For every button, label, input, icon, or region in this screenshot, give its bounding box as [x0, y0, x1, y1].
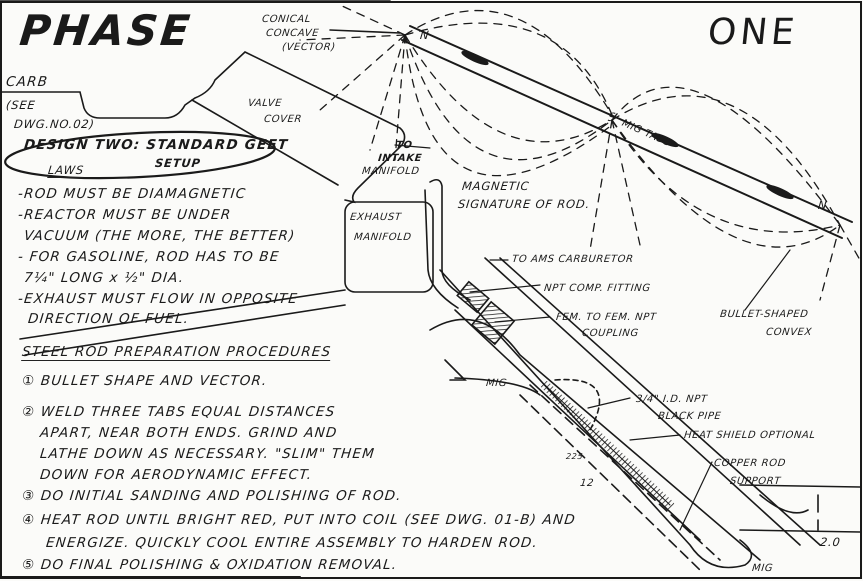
valve-cover-outline — [1, 51, 406, 204]
coupling-label: FEM. TO FEM. NPT — [555, 312, 658, 323]
ams-label: TO AMS CARBURETOR — [511, 254, 635, 265]
laws-heading: LAWS — [47, 163, 85, 178]
pipe-label: BLACK PIPE — [657, 411, 722, 422]
mig-label: MIG — [485, 378, 508, 389]
bullet-label: CONVEX — [765, 327, 813, 338]
carb-ref: (SEE — [5, 98, 37, 112]
magnetic-field-lines — [299, 4, 861, 301]
conical-label: CONCAVE — [265, 28, 320, 39]
dimension-2-0: 2.0 — [819, 535, 842, 549]
procedure-line: ⑤ DO FINAL POLISHING & OXIDATION REMOVAL… — [21, 557, 399, 573]
law-line: - FOR GASOLINE, ROD HAS TO BE — [17, 249, 281, 265]
heat-shield-label: HEAT SHIELD OPTIONAL — [683, 430, 817, 441]
intake-label: INTAKE — [377, 153, 423, 164]
carb-label: CARB — [5, 74, 49, 90]
valve-cover-edge — [191, 99, 339, 186]
procedure-line: APART, NEAR BOTH ENDS. GRIND AND — [39, 425, 339, 441]
procedures-heading: STEEL ROD PREPARATION PROCEDURES — [21, 344, 333, 361]
title-one: ONE — [705, 12, 801, 53]
carb-ref-dwg: DWG.NO.02) — [13, 117, 96, 131]
exhaust-pipe-lower — [24, 304, 346, 356]
coupling-label: COUPLING — [581, 328, 640, 339]
conical-label: (VECTOR) — [281, 42, 337, 53]
rod-bottom-edge — [401, 39, 843, 239]
mig-tab-2 — [651, 132, 679, 148]
law-line: -EXHAUST MUST FLOW IN OPPOSITE — [17, 291, 299, 307]
procedure-line: ③ DO INITIAL SANDING AND POLISHING OF RO… — [21, 488, 403, 504]
valve-cover-label: VALVE — [247, 98, 283, 109]
design-title: DESIGN TWO: STANDARD GEET — [23, 137, 290, 153]
pole-n: N — [419, 28, 431, 42]
law-line: -REACTOR MUST BE UNDER — [17, 207, 233, 223]
dimension-225: 225 — [565, 452, 584, 461]
exhaust-manifold-box — [344, 201, 434, 293]
pole-n: N — [817, 198, 829, 212]
procedure-line: ④ HEAT ROD UNTIL BRIGHT RED, PUT INTO CO… — [21, 512, 577, 528]
title-phase: PHASE — [17, 6, 195, 55]
exhaust-pipe — [19, 289, 346, 340]
procedure-line: ② WELD THREE TABS EQUAL DISTANCES — [21, 404, 337, 420]
design-oval — [4, 130, 276, 180]
conical-label: CONICAL — [261, 14, 312, 25]
design-setup: SETUP — [154, 156, 202, 170]
dimension-12: 12 — [579, 478, 595, 489]
exhaust-label: MANIFOLD — [353, 232, 413, 243]
law-line: VACUUM (THE MORE, THE BETTER) — [23, 228, 297, 244]
procedure-line: LATHE DOWN AS NECESSARY. "SLIM" THEM — [39, 446, 376, 462]
intake-label: MANIFOLD — [361, 166, 421, 177]
exhaust-label: EXHAUST — [349, 212, 403, 223]
pole-s: S — [607, 110, 617, 124]
pipe-label: 3/4" I.D. NPT — [635, 394, 709, 405]
procedure-line: ① BULLET SHAPE AND VECTOR. — [21, 373, 269, 389]
mig-tab-3 — [766, 184, 794, 200]
law-line: 7¼" LONG x ½" DIA. — [23, 270, 186, 286]
bullet-label: BULLET-SHAPED — [719, 309, 810, 320]
mig-tab-1 — [461, 50, 489, 66]
magnetic-label: SIGNATURE OF ROD. — [457, 197, 591, 211]
valve-cover-label: COVER — [263, 114, 303, 125]
procedure-line: DOWN FOR AERODYNAMIC EFFECT. — [39, 467, 314, 483]
intake-pipe — [429, 178, 471, 301]
law-line: -ROD MUST BE DIAMAGNETIC — [17, 186, 248, 202]
mig-label: MIG — [751, 563, 774, 574]
copper-label: SUPPORT — [729, 476, 782, 487]
law-line: DIRECTION OF FUEL. — [27, 311, 191, 327]
intake-label: TO — [395, 140, 414, 151]
procedure-line: ENERGIZE. QUICKLY COOL ENTIRE ASSEMBLY T… — [45, 535, 539, 551]
npt-fitting-label: NPT COMP. FITTING — [543, 283, 652, 294]
magnetic-label: MAGNETIC — [461, 179, 531, 193]
copper-label: COPPER ROD — [713, 458, 787, 469]
